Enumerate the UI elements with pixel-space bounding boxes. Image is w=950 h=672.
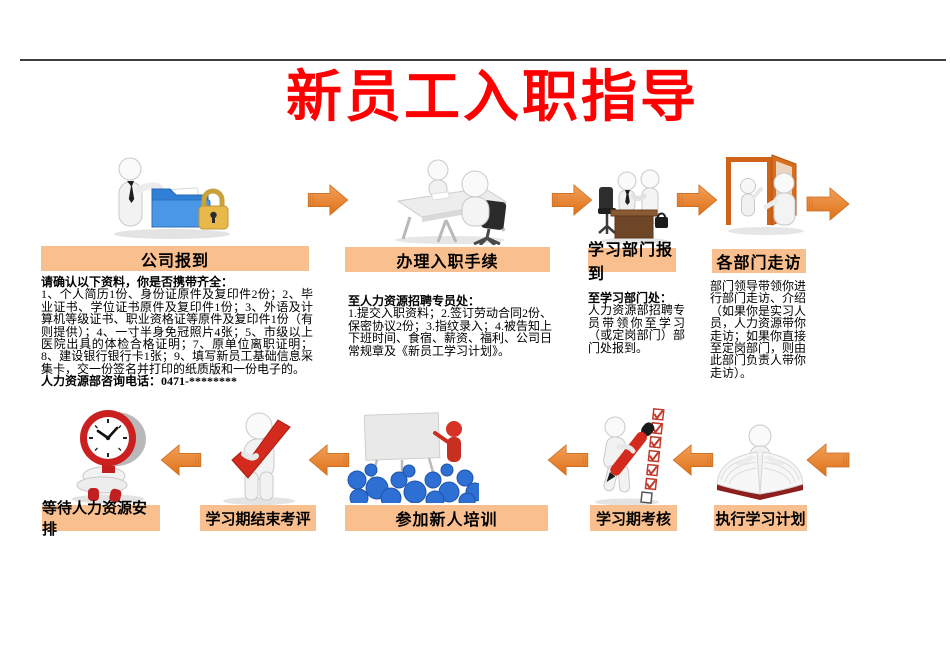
flow-arrow-left-icon (806, 443, 850, 477)
flow-arrow-right-icon (551, 184, 593, 216)
step-label-onboarding-procedures: 办理入职手续 (345, 247, 550, 272)
figure-in-open-book-icon (711, 410, 809, 500)
step-heading: 请确认以下资料，你是否携带齐全： (41, 275, 234, 289)
step-description-company-checkin: 请确认以下资料，你是否携带齐全： 1、个人简历1份、身份证原件及复印件2份；2、… (41, 276, 313, 388)
hr-phone-line: 人力资源部咨询电话：0471-******** (41, 374, 237, 389)
figure-with-locked-folder-icon (100, 155, 240, 240)
step-body: 1、个人简历1份、身份证原件及复印件2份；2、毕业证书、学位证书原件及复印件1份… (41, 287, 313, 376)
divider-line (20, 59, 946, 61)
interview-at-table-icon (388, 157, 513, 245)
figure-under-red-clock-icon (60, 406, 152, 504)
step-label-final-evaluation: 学习期结束考评 (200, 505, 316, 531)
flow-arrow-right-icon (307, 184, 349, 216)
flow-arrow-left-icon (308, 444, 350, 476)
step-heading: 至人力资源招聘专员处： (348, 294, 481, 308)
step-body: 1.提交入职资料；2.签订劳动合同2份、保密协议2份；3.指纹录入；4.被告知上… (348, 306, 553, 358)
flow-arrow-left-icon (547, 444, 589, 476)
step-label-execute-learning-plan: 执行学习计划 (714, 505, 807, 531)
flow-arrow-right-icon (806, 187, 850, 221)
flow-arrow-left-icon (672, 444, 714, 476)
step-body: 部门领导带领你进行部门走访、介绍（如果你是实习人员，人力资源带你走访；如果你直接… (710, 279, 807, 380)
step-label-wait-hr-arrangement: 等待人力资源安排 (42, 501, 160, 538)
figure-holding-red-check-icon (214, 410, 304, 505)
figures-at-open-door-icon (718, 153, 808, 235)
step-description-dept-visits: 部门领导带领你进行部门走访、介绍（如果你是实习人员，人力资源带你走访；如果你直接… (710, 280, 806, 379)
step-description-onboarding-procedures: 至人力资源招聘专员处： 1.提交入职资料；2.签订劳动合同2份、保密协议2份；3… (348, 295, 552, 357)
flow-arrow-left-icon (160, 444, 202, 476)
handshake-at-desk-icon (597, 163, 671, 245)
step-label-learning-dept-checkin: 学习部门报到 (588, 242, 676, 283)
step-label-company-checkin: 公司报到 (41, 246, 309, 271)
step-label-newcomer-training: 参加新人培训 (345, 505, 548, 531)
step-heading: 至学习部门处： (588, 291, 673, 305)
presenter-with-audience-icon (347, 408, 479, 503)
step-body: 人力资源部招聘专员带领你至学习（或定岗部门）部门处报到。 (588, 303, 685, 355)
step-label-dept-visits: 各部门走访 (712, 249, 806, 273)
page-title: 新员工入职指导 (286, 65, 699, 128)
step-label-learning-period-exam: 学习期考核 (590, 505, 677, 531)
step-description-learning-dept-checkin: 至学习部门处： 人力资源部招聘专员带领你至学习（或定岗部门）部门处报到。 (588, 292, 685, 354)
figure-marking-checklist-icon (589, 405, 669, 506)
flow-arrow-right-icon (676, 184, 718, 216)
